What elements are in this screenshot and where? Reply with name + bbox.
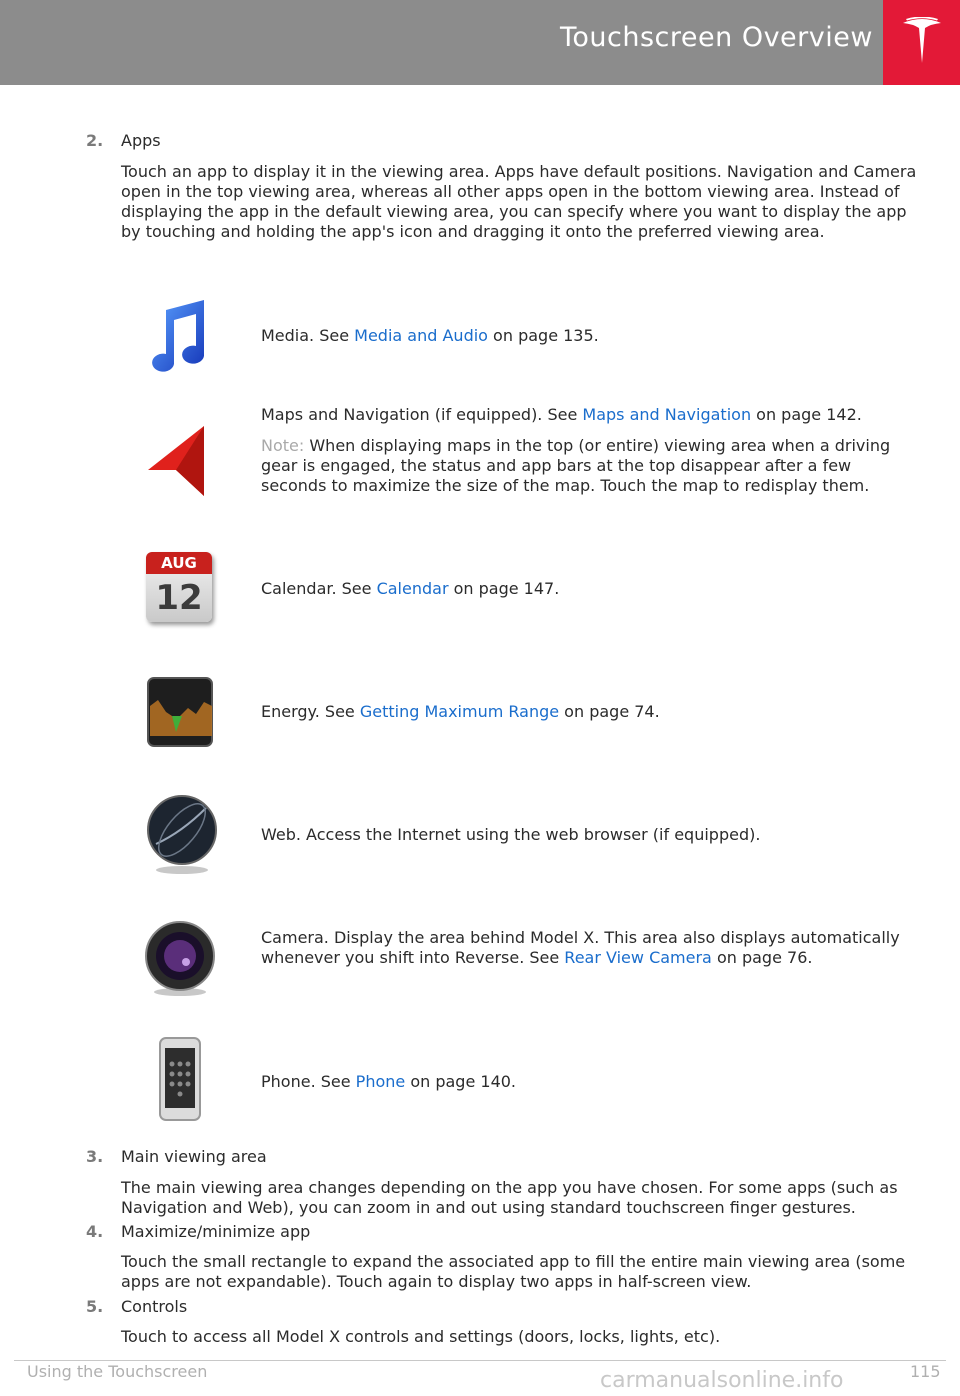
- footer-section-title: Using the Touchscreen: [27, 1362, 208, 1381]
- item-number: 4.: [86, 1222, 104, 1241]
- item-number: 3.: [86, 1147, 104, 1166]
- rear-view-camera-link[interactable]: Rear View Camera: [564, 948, 712, 967]
- media-and-audio-link[interactable]: Media and Audio: [354, 326, 488, 345]
- calendar-link[interactable]: Calendar: [376, 579, 449, 598]
- text-span: Media. See: [261, 326, 355, 345]
- item-title: Controls: [121, 1297, 188, 1316]
- note-label: Note:: [261, 436, 305, 455]
- app-energy-description: Energy. See Getting Maximum Range on pag…: [261, 702, 921, 722]
- brand-logo: [883, 0, 960, 85]
- navigation-arrow-icon: [148, 426, 204, 496]
- text-span: Calendar. See: [261, 579, 377, 598]
- text-span: on page 140.: [405, 1072, 517, 1091]
- item-title: Apps: [121, 131, 161, 150]
- energy-chart-icon: [147, 677, 213, 747]
- app-phone-description: Phone. See Phone on page 140.: [261, 1072, 921, 1092]
- globe-icon: [147, 795, 217, 874]
- text-span: Camera. Display the area behind Model X.…: [261, 928, 900, 967]
- text-span: on page 135.: [487, 326, 599, 345]
- getting-maximum-range-link[interactable]: Getting Maximum Range: [359, 702, 560, 721]
- maps-and-navigation-link[interactable]: Maps and Navigation: [582, 405, 752, 424]
- app-camera-description: Camera. Display the area behind Model X.…: [261, 928, 921, 968]
- item-number: 2.: [86, 131, 104, 150]
- text-span: on page 147.: [448, 579, 560, 598]
- watermark: carmanualsonline.info: [600, 1368, 844, 1393]
- text-span: on page 142.: [751, 405, 862, 424]
- item-paragraph: Touch an app to display it in the viewin…: [121, 162, 917, 241]
- calendar-month: AUG: [146, 552, 212, 574]
- text-span: on page 76.: [711, 948, 813, 967]
- camera-lens-icon: [145, 921, 215, 996]
- phone-icon: [159, 1037, 201, 1121]
- item-paragraph: Touch the small rectangle to expand the …: [121, 1252, 906, 1291]
- footer-divider: [14, 1360, 946, 1361]
- app-web-description: Web. Access the Internet using the web b…: [261, 825, 761, 844]
- app-calendar-description: Calendar. See Calendar on page 147.: [261, 579, 921, 599]
- maps-note: Note: When displaying maps in the top (o…: [261, 436, 921, 496]
- calendar-day: 12: [155, 578, 203, 618]
- calendar-icon: AUG 12: [146, 552, 216, 626]
- text-span: Energy. See: [261, 702, 360, 721]
- phone-link[interactable]: Phone: [355, 1072, 406, 1091]
- page-number: 115: [910, 1362, 941, 1381]
- item-paragraph: The main viewing area changes depending …: [121, 1178, 898, 1217]
- app-media-description: Media. See Media and Audio on page 135.: [261, 326, 921, 346]
- note-text: When displaying maps in the top (or enti…: [261, 436, 891, 495]
- app-maps-description: Maps and Navigation (if equipped). See M…: [261, 405, 921, 425]
- item-title: Maximize/minimize app: [121, 1222, 311, 1241]
- text-span: Maps and Navigation (if equipped). See: [261, 405, 583, 424]
- text-span: Phone. See: [261, 1072, 356, 1091]
- music-note-icon: [152, 300, 204, 372]
- item-title: Main viewing area: [121, 1147, 267, 1166]
- item-paragraph: Touch to access all Model X controls and…: [121, 1327, 721, 1346]
- text-span: on page 74.: [559, 702, 660, 721]
- tesla-logo-icon: [903, 17, 941, 63]
- item-number: 5.: [86, 1297, 104, 1316]
- header-bar: [0, 0, 960, 85]
- page-title: Touchscreen Overview: [560, 22, 873, 53]
